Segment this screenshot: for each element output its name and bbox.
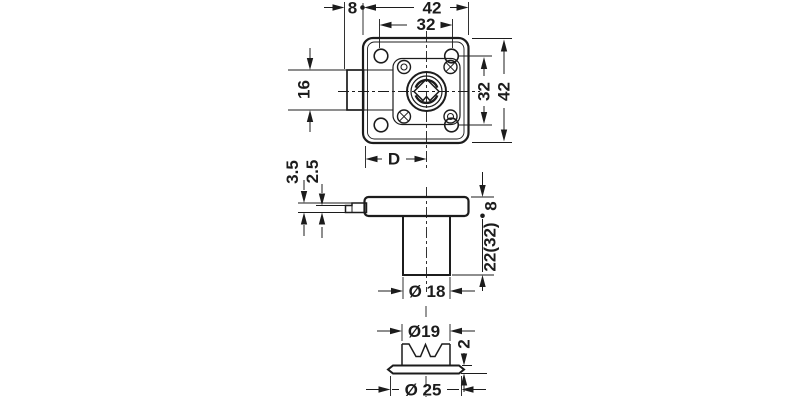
cylinder-core	[406, 71, 447, 112]
latch-bolt-front	[346, 69, 365, 111]
case-plate-side	[363, 195, 470, 218]
dim-case-width: 42	[364, 0, 469, 35]
dim-label-cap-inner-diameter: Ø19	[408, 322, 440, 341]
dim-label-bolt-height: 16	[295, 80, 314, 99]
dim-label-case-depth: 8	[482, 201, 501, 210]
dim-cap-rim-height: 2	[455, 339, 487, 392]
dim-label-cylinder-length: 22(32)	[481, 222, 500, 271]
dim-label-cylinder-diameter: Ø 18	[409, 282, 446, 301]
dim-dot	[480, 213, 485, 219]
dim-backset: D	[365, 146, 427, 169]
dim-cap-inner-diameter: Ø19	[377, 322, 475, 341]
cylinder-inner-ring	[410, 75, 443, 108]
dim-case-depth: 8	[471, 172, 501, 219]
dim-bolt-height: 16	[288, 48, 347, 132]
dim-bolt-travel: 8	[324, 0, 365, 69]
cylinder-outer-ring	[406, 71, 447, 112]
latch-bolt-side	[344, 202, 368, 214]
front-centerlines	[338, 31, 480, 168]
corner-hole-bottom-left	[373, 117, 389, 133]
dim-label-bolt-step-inner: 2.5	[303, 160, 322, 184]
cap-view: Ø19 2 Ø 25	[366, 306, 487, 400]
dim-cylinder-length: 22(32)	[452, 219, 500, 291]
bolt-guide-lines	[363, 69, 393, 111]
cap-cup-profile	[401, 342, 451, 366]
dim-label-bolt-travel: 8	[348, 0, 357, 18]
plate-screw-cross-tr	[443, 59, 458, 75]
dim-case-height: 42	[472, 38, 514, 143]
plate-screw-cross-bl	[396, 109, 412, 124]
lock-case-outline	[361, 36, 470, 145]
lock-case-inner-outline	[367, 41, 465, 140]
dim-hole-spacing-h: 32	[379, 15, 453, 48]
dim-label-hole-spacing-h: 32	[417, 15, 436, 34]
inner-plate	[392, 57, 461, 126]
plate-hole-round-br	[443, 109, 458, 124]
cylinder-arc-bottom	[414, 94, 439, 105]
corner-hole-top-right	[443, 48, 460, 64]
cylinder-side	[402, 216, 451, 276]
dim-bolt-step-outer: 3.5	[283, 160, 352, 236]
dim-label-case-width: 42	[423, 0, 442, 18]
cap-flange	[386, 364, 466, 375]
dim-cap-outer-diameter: Ø 25	[366, 376, 486, 400]
corner-hole-top-left	[373, 48, 389, 64]
dim-cylinder-diameter: Ø 18	[378, 277, 475, 301]
dim-label-backset: D	[388, 150, 400, 169]
plate-hole-round-tl	[396, 59, 412, 75]
keyhole-square	[412, 77, 441, 102]
corner-screw-holes	[373, 48, 460, 133]
dim-label-hole-spacing-v: 32	[475, 82, 494, 101]
dim-label-cap-rim-height: 2	[455, 339, 474, 348]
dim-hole-spacing-v: 32	[459, 55, 494, 126]
dim-dot	[360, 5, 365, 10]
dim-bolt-step-inner: 2.5	[303, 160, 346, 238]
side-view: 3.5 2.5 8 22(32)	[283, 160, 501, 301]
dim-label-cap-outer-diameter: Ø 25	[405, 381, 442, 400]
dim-label-case-height: 42	[495, 82, 514, 101]
dim-label-bolt-step-outer: 3.5	[283, 160, 302, 184]
front-view: 8 42 32 32	[288, 0, 514, 169]
